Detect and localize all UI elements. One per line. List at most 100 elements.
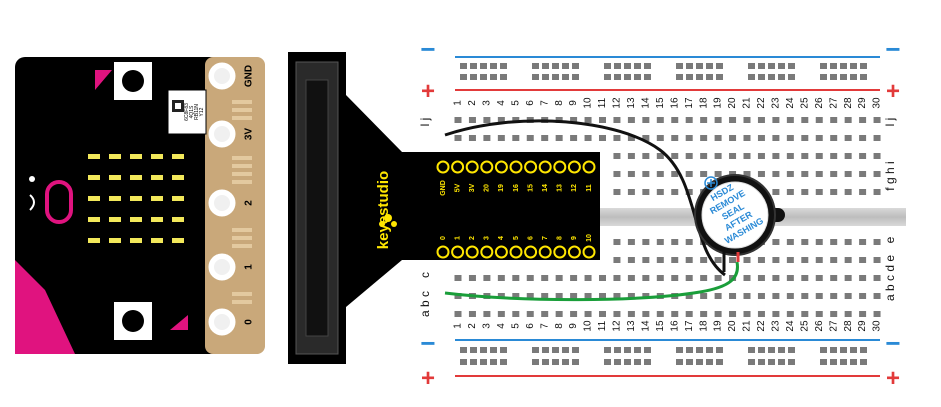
adapter-top-pin[interactable]: 3V [465,160,479,193]
breadboard-hole [468,311,476,317]
rail-hole [624,63,631,69]
breadboard-hole [627,311,635,317]
rail-hole [788,74,795,80]
adapter-bottom-pin[interactable]: 2 [465,236,479,259]
adapter-top-pin[interactable]: 5V [451,160,465,193]
breadboard-hole [815,117,823,123]
breadboard: 1122334455667788991010111112121313141415… [418,34,906,392]
adapter-top-pin[interactable]: 19 [494,160,508,192]
breadboard-hole [873,153,881,159]
breadboard-hole [541,311,549,317]
led [151,196,163,201]
rail-hole [542,359,549,365]
breadboard-hole [844,153,852,159]
green-wire[interactable] [444,261,739,302]
rail-hole [480,63,487,69]
breadboard-hole [729,293,737,299]
edge-pin-0[interactable]: 0 [205,305,255,339]
rail-hole [614,63,621,69]
column-number-bottom: 16 [669,320,680,332]
button-a[interactable] [114,62,152,100]
breadboard-hole [859,293,867,299]
rail-hole [716,74,723,80]
rail-hole [644,359,651,365]
adapter-bottom-pin[interactable]: 7 [538,236,552,259]
adapter-bottom-pin-label: 4 [498,236,505,240]
rail-hole [820,347,827,353]
button-b[interactable] [114,302,152,340]
rail-hole [830,347,837,353]
column-number-top: 15 [655,97,666,109]
breadboard-hole [815,257,823,263]
rail-hole [460,359,467,365]
adapter-bottom-pin[interactable]: 10 [582,234,596,259]
rail-hole [850,359,857,365]
edge-minor-pad [232,108,252,112]
breadboard-hole [700,257,708,263]
adapter-top-pin[interactable]: 11 [582,160,596,192]
breadboard-hole [873,171,881,177]
column-number-bottom: 1 [453,323,464,329]
edge-pin-1[interactable]: 1 [205,250,255,284]
adapter-top-pin[interactable]: 13 [553,160,567,192]
column-number-top: 5 [510,100,521,106]
breadboard-hole [743,153,751,159]
breadboard-hole [656,117,664,123]
adapter-bottom-pin[interactable]: 0 [436,236,450,259]
adapter-top-pin-label: 13 [557,184,564,192]
adapter-top-pin[interactable]: 14 [538,160,552,192]
rail-hole [850,63,857,69]
adapter-top-pin[interactable]: 20 [480,160,494,192]
rail-hole [696,63,703,69]
rail-hole [840,347,847,353]
breadboard-hole [468,275,476,281]
column-number-bottom: 7 [539,323,550,329]
led [109,196,121,201]
breadboard-hole [613,257,621,263]
adapter-bottom-pin[interactable]: 3 [480,236,494,259]
edge-minor-pad [232,172,252,176]
breadboard-hole [555,293,563,299]
column-number-top: 10 [583,97,594,109]
rail-hole [634,347,641,353]
breadboard-hole [729,257,737,263]
adapter-bottom-pin[interactable]: 8 [553,236,567,259]
minus-sign-bottom-left: − [420,328,435,358]
rail-hole [830,74,837,80]
column-number-bottom: 20 [727,320,738,332]
breadboard-hole [642,135,650,141]
adapter-bottom-pin[interactable]: 1 [451,236,465,259]
adapter-top-pin[interactable]: 16 [509,160,523,192]
column-number-bottom: 15 [655,320,666,332]
breadboard-hole [714,171,722,177]
adapter-top-pin[interactable]: 12 [567,160,581,192]
rail-hole [614,347,621,353]
edge-pin-gnd[interactable]: GND [205,59,255,93]
rail-hole [748,347,755,353]
adapter-bottom-pin[interactable]: 9 [567,236,581,259]
led [151,238,163,243]
led [130,217,142,222]
breadboard-hole [526,311,534,317]
breadboard-hole [555,135,563,141]
breadboard-hole [815,135,823,141]
edge-pin-2[interactable]: 2 [205,186,255,220]
adapter-bottom-pin[interactable]: 6 [524,236,538,259]
adapter-bottom-pin[interactable]: 4 [494,236,508,259]
adapter-bottom-pin[interactable]: 5 [509,236,523,259]
adapter-top-pin[interactable]: GND [436,160,450,196]
breadboard-hole [743,135,751,141]
plus-sign-top-left: + [421,78,435,105]
breadboard-hole [613,117,621,123]
breadboard-hole [685,153,693,159]
rail-hole [532,347,539,353]
row-letters: l j [418,118,432,127]
edge-pin-3v[interactable]: 3V [205,117,255,151]
touch-logo[interactable] [45,180,73,224]
adapter-top-pin[interactable]: 15 [524,160,538,192]
breadboard-hole [830,117,838,123]
rail-hole [850,347,857,353]
breadboard-hole [497,293,505,299]
breadboard-hole [599,293,606,299]
led [172,217,184,222]
